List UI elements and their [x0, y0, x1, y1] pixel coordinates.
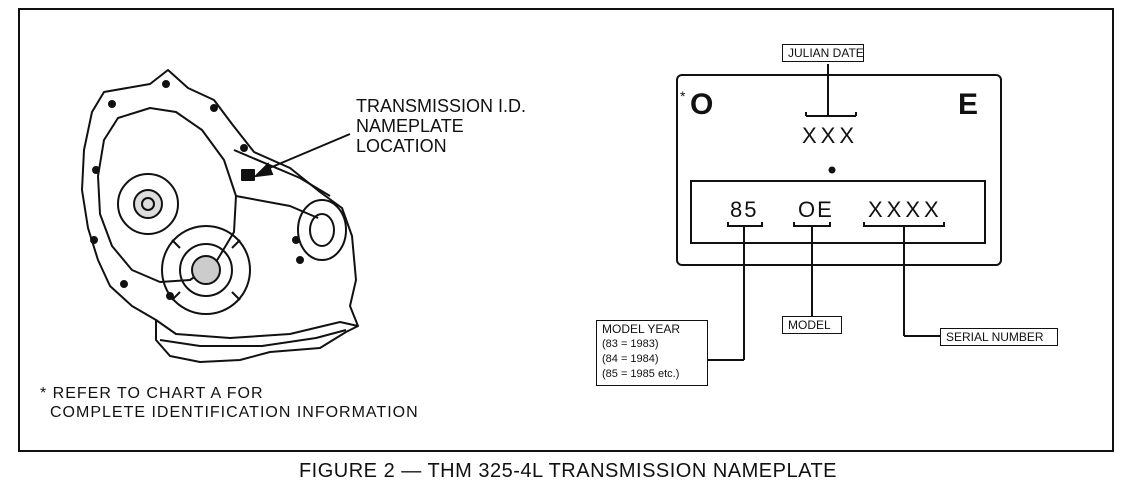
model-year-legend: MODEL YEAR (83 = 1983) (84 = 1984) (85 =… [596, 320, 708, 386]
nameplate-location-callout: TRANSMISSION I.D. NAMEPLATE LOCATION [356, 96, 526, 156]
model-year-line-83: (83 = 1983) [602, 338, 659, 350]
nameplate-inner-box [690, 180, 986, 244]
plant-letter: O [690, 88, 714, 121]
reference-note: * REFER TO CHART A FOR COMPLETE IDENTIFI… [40, 384, 419, 422]
nameplate-outline [676, 74, 1002, 266]
figure-caption: FIGURE 2 — THM 325-4L TRANSMISSION NAMEP… [298, 460, 838, 482]
julian-date-label: JULIAN DATE [782, 44, 864, 62]
note-line-2: COMPLETE IDENTIFICATION INFORMATION [50, 404, 419, 421]
callout-line-3: LOCATION [356, 136, 447, 156]
model-label: MODEL [782, 316, 842, 334]
model-year-line-84: (84 = 1984) [602, 353, 659, 365]
callout-line-2: NAMEPLATE [356, 116, 464, 136]
julian-code: XXX [802, 123, 859, 148]
figure-frame [18, 8, 1114, 452]
model-year-line-85: (85 = 1985 etc.) [602, 368, 680, 380]
note-line-1: * REFER TO CHART A FOR [40, 385, 264, 402]
model-year-title: MODEL YEAR [602, 322, 681, 336]
callout-line-1: TRANSMISSION I.D. [356, 96, 527, 116]
serial-code: XXXX [868, 197, 943, 222]
serial-number-label: SERIAL NUMBER [940, 328, 1058, 346]
asterisk-mark: * [680, 88, 686, 104]
model-code: OE [798, 197, 834, 222]
year-code: 85 [730, 197, 759, 222]
series-letter: E [958, 88, 979, 121]
